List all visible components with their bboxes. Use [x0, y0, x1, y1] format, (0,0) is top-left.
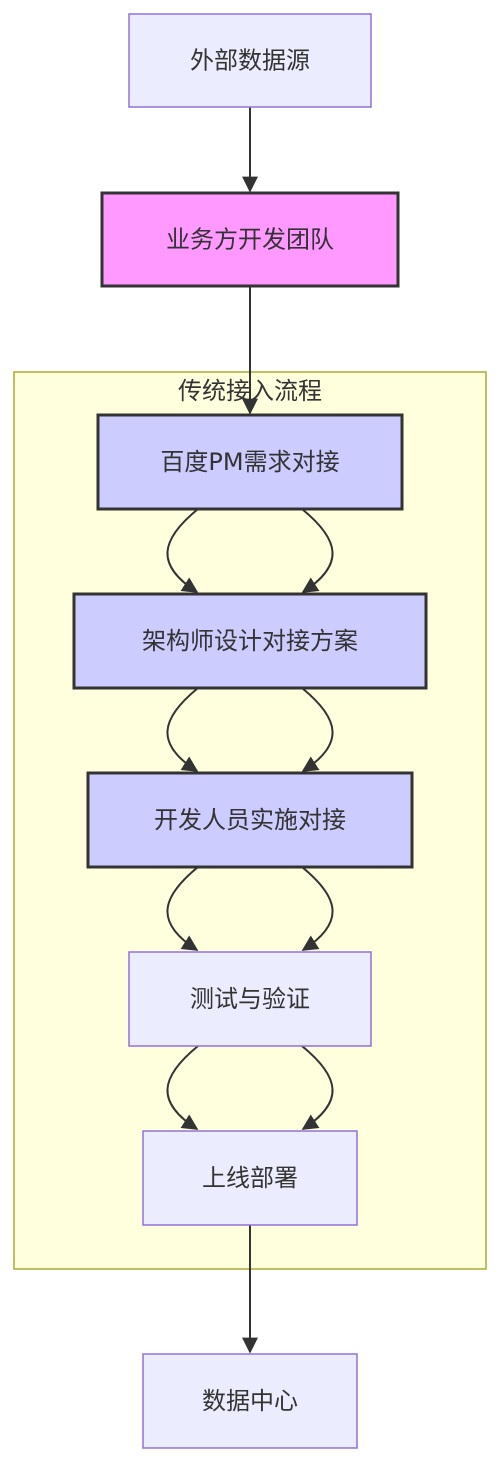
node-box — [142, 1353, 358, 1449]
edge-architect-developer-left — [166, 687, 199, 772]
node-box — [100, 191, 400, 288]
node-box — [86, 771, 414, 869]
edge-pm-architect-right — [301, 508, 334, 593]
node-label: 外部数据源 — [190, 47, 310, 75]
node-business-dev-team: 业务方开发团队 — [100, 191, 400, 288]
node-data-center: 数据中心 — [142, 1353, 358, 1449]
node-box — [96, 413, 404, 511]
edge-developer-test-right — [301, 866, 334, 951]
node-box — [142, 1130, 358, 1226]
node-box — [128, 951, 372, 1047]
edge-test-deploy-left — [166, 1045, 199, 1130]
edge-test-deploy-right — [301, 1045, 334, 1130]
node-box — [72, 592, 428, 690]
cluster-label: 传统接入流程 — [178, 377, 322, 405]
node-external-data-source: 外部数据源 — [128, 13, 372, 108]
edge-architect-developer-right — [301, 687, 334, 772]
node-deployment: 上线部署 — [142, 1130, 358, 1226]
edge-pm-architect-left — [166, 508, 199, 593]
edges — [166, 107, 334, 1354]
node-label: 上线部署 — [202, 1164, 298, 1192]
node-box — [128, 13, 372, 108]
node-label: 业务方开发团队 — [166, 226, 334, 254]
node-label: 百度PM需求对接 — [160, 448, 339, 476]
node-architect-design: 架构师设计对接方案 — [72, 592, 428, 690]
node-label: 架构师设计对接方案 — [142, 627, 358, 655]
node-developer-implementation: 开发人员实施对接 — [86, 771, 414, 869]
node-label: 开发人员实施对接 — [154, 806, 346, 834]
node-label: 数据中心 — [202, 1387, 298, 1415]
node-testing-validation: 测试与验证 — [128, 951, 372, 1047]
node-pm-requirements: 百度PM需求对接 — [96, 413, 404, 511]
node-label: 测试与验证 — [190, 985, 310, 1013]
edge-developer-test-left — [166, 866, 199, 951]
